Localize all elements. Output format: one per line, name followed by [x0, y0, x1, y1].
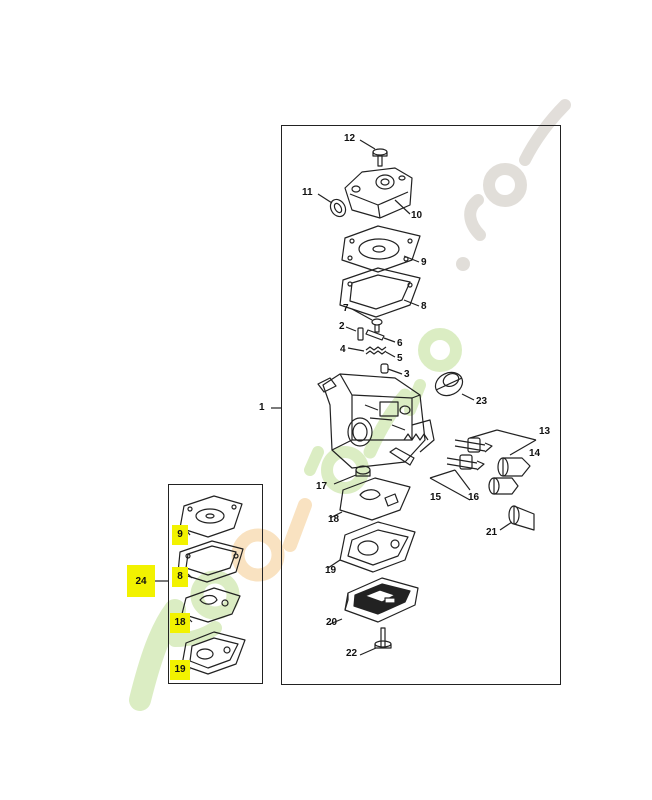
kit-part-gasket-19 — [181, 631, 246, 675]
callout-4: 4 — [340, 344, 346, 355]
kit-callout-9-text: 9 — [177, 529, 183, 540]
part-spring-4 — [347, 346, 396, 358]
part-cover-10 — [344, 167, 413, 219]
callout-8: 8 — [421, 301, 427, 312]
callout-20: 20 — [326, 617, 338, 628]
kit-part-gasket-18 — [181, 587, 241, 623]
callout-10: 10 — [411, 210, 423, 221]
kit-callout-24-text: 24 — [135, 576, 147, 587]
part-screen-17 — [333, 465, 371, 485]
callout-22: 22 — [346, 648, 358, 659]
callout-6: 6 — [397, 338, 403, 349]
callout-15: 15 — [430, 492, 442, 503]
callout-13: 13 — [539, 426, 551, 437]
kit-callout-8-text: 8 — [177, 571, 183, 582]
part-diaphragm-9 — [341, 225, 421, 273]
part-screw-12 — [359, 139, 388, 167]
kit-callout-18: 18 — [170, 613, 190, 633]
part-needle-3 — [380, 363, 403, 375]
part-gasket-8 — [339, 267, 421, 318]
callout-14: 14 — [529, 448, 541, 459]
part-screw-7 — [351, 308, 383, 333]
part-carburetor-body — [317, 373, 435, 469]
callout-1: 1 — [259, 402, 265, 413]
part-gasket-18 — [329, 477, 411, 521]
callout-18: 18 — [328, 514, 340, 525]
callout-5: 5 — [397, 353, 403, 364]
callout-3: 3 — [404, 369, 410, 380]
kit-callout-9: 9 — [172, 525, 188, 545]
part-adjusting-screws — [429, 429, 537, 501]
kit-part-diaphragm-9 — [179, 495, 243, 538]
kit-callout-24: 24 — [127, 565, 155, 597]
part-limiter-cap-14 — [497, 457, 531, 477]
kit-callout-18-text: 18 — [174, 617, 186, 628]
callout-16: 16 — [468, 492, 480, 503]
part-gasket-19 — [327, 521, 416, 573]
callout-19: 19 — [325, 565, 337, 576]
kit-callout-19-text: 19 — [174, 664, 186, 675]
part-oring-11 — [317, 193, 347, 218]
callout-7: 7 — [343, 303, 349, 314]
callout-23: 23 — [476, 396, 488, 407]
callout-9: 9 — [421, 257, 427, 268]
part-cap-21 — [499, 505, 535, 531]
part-primer-23 — [434, 371, 475, 401]
kit-callout-19: 19 — [170, 660, 190, 680]
callout-17: 17 — [316, 481, 328, 492]
part-pin-2 — [345, 326, 364, 341]
part-lever-6 — [365, 329, 396, 343]
callout-11: 11 — [302, 187, 313, 198]
callout-21: 21 — [486, 527, 498, 538]
kit-callout-8: 8 — [172, 567, 188, 587]
kit-frame — [168, 484, 263, 684]
callout-12: 12 — [344, 133, 356, 144]
part-pump-body-20 — [329, 577, 419, 625]
callout-2: 2 — [339, 321, 345, 332]
part-screw-22 — [359, 627, 392, 656]
main-assembly-frame — [281, 125, 561, 685]
part-limiter-cap-16 — [488, 477, 519, 495]
